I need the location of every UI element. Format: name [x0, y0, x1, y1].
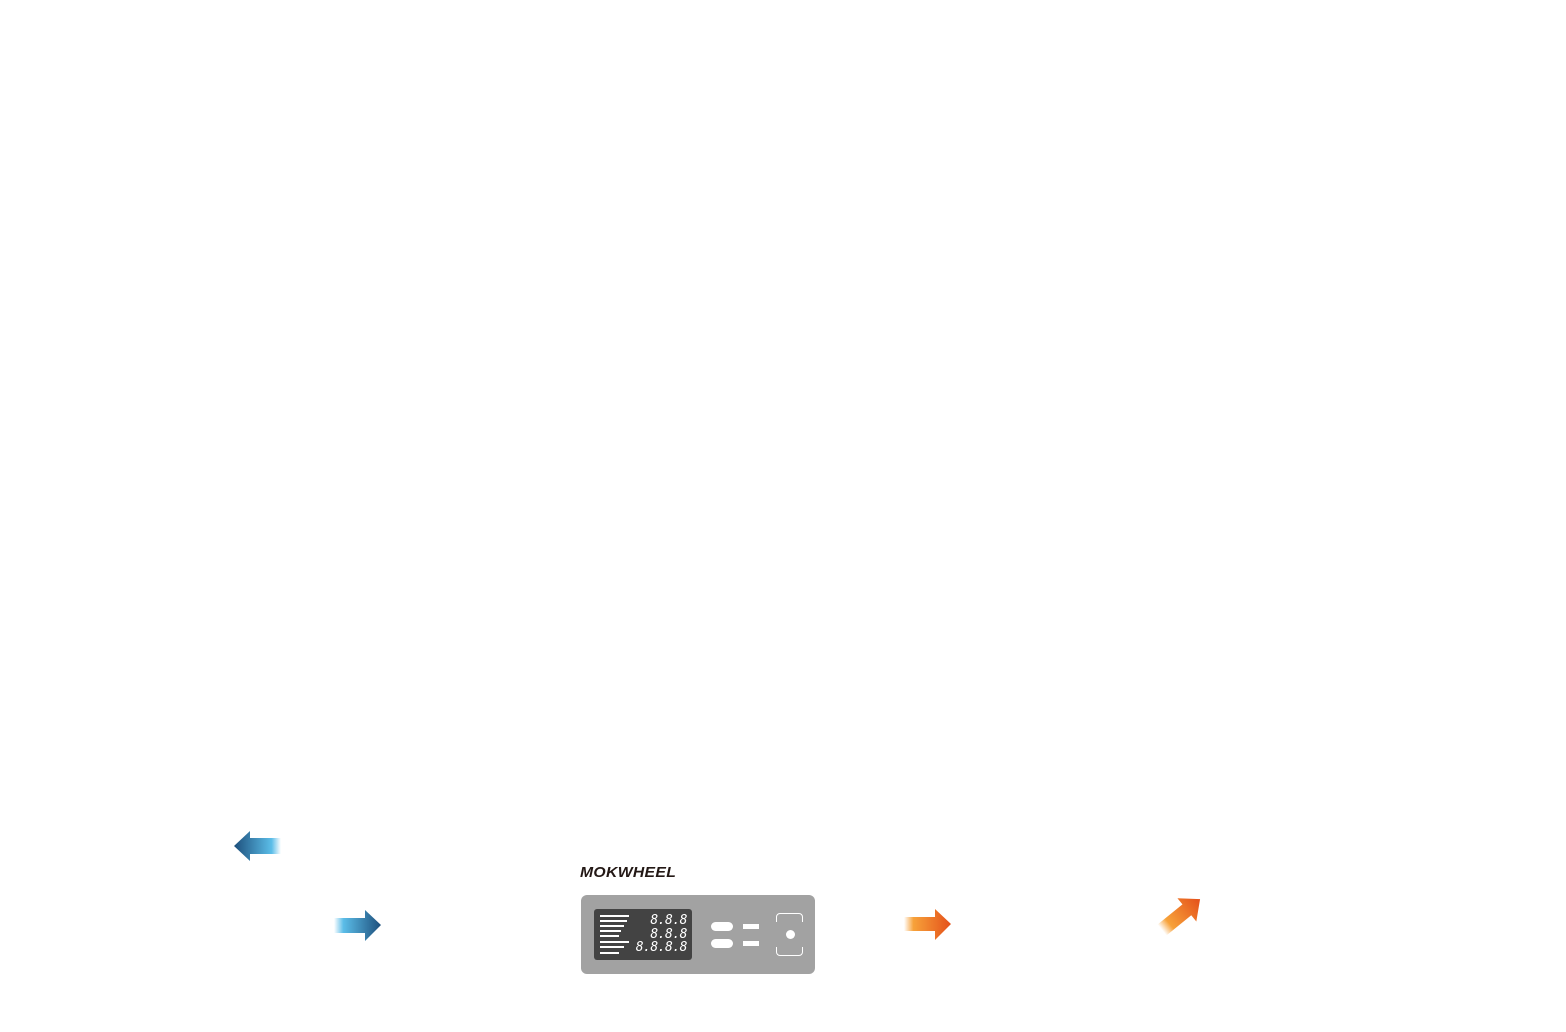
power-bar [600, 925, 624, 927]
power-bar [600, 952, 619, 954]
digit-row-odo: 8.8.8.8 [635, 940, 688, 955]
power-bar [600, 915, 629, 917]
mokwheel-logo: MOKWHEEL [580, 864, 677, 881]
power-bar [600, 935, 619, 937]
power-bar [600, 941, 629, 943]
up-indicator [743, 924, 759, 929]
digit-row-trip: 8.8.8 [650, 926, 687, 942]
down-button[interactable] [711, 939, 733, 948]
arrow-right-orange-icon [904, 909, 951, 940]
lcd-screen: 8.8.8 8.8.8 8.8.8.8 [594, 909, 692, 960]
digit-readout: 8.8.8 8.8.8 8.8.8.8 [635, 913, 688, 955]
arrow-up-right-orange-icon [1157, 898, 1201, 936]
digit-row-speed: 8.8.8 [650, 913, 687, 928]
arrow-left-blue-icon [234, 831, 281, 861]
power-bar [600, 946, 624, 948]
power-bar [600, 930, 621, 932]
arrow-right-blue-icon [334, 910, 381, 941]
power-bar [600, 920, 627, 922]
display-controller: 8.8.8 8.8.8 8.8.8.8 [581, 895, 815, 974]
power-button-frame[interactable] [775, 913, 804, 956]
power-button[interactable] [786, 930, 795, 939]
down-indicator [743, 941, 759, 946]
up-button[interactable] [711, 922, 733, 931]
